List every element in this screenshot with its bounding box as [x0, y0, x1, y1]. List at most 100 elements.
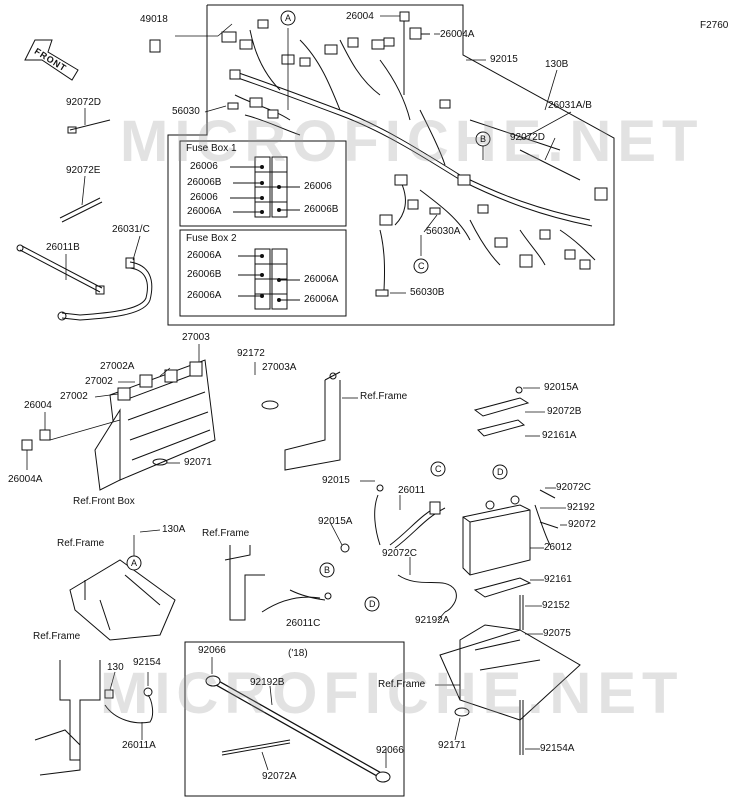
- part-label: 26011: [398, 485, 426, 496]
- part-label: 92075: [543, 628, 571, 639]
- battery-cables: [289, 484, 559, 613]
- part-label: 92192A: [415, 615, 450, 626]
- fuse-box-1-left-label: 26006B: [187, 177, 222, 188]
- part-label: 26031A/B: [548, 100, 592, 111]
- part-label: 92072D: [510, 132, 546, 143]
- fuse-box-1-left-label: 26006: [190, 161, 218, 172]
- fuse-box-2-right-label: 26006A: [304, 294, 339, 305]
- part-label: 130: [107, 662, 124, 673]
- fuse-box-2-left-label: 26006A: [187, 290, 222, 301]
- fuse-box-2-frame: [179, 229, 347, 317]
- fuse-box-1-left-label: 26006A: [187, 206, 222, 217]
- part-label: 26011A: [122, 740, 156, 751]
- part-label: 26031/C: [112, 224, 150, 235]
- part-56030-shape: [227, 102, 239, 110]
- fuse-box-1-right-label: 26006: [304, 181, 332, 192]
- part-label: 26012: [544, 542, 572, 553]
- part-label: 27002: [85, 376, 113, 387]
- leader-lines-top: [175, 15, 572, 294]
- part-label: 92154: [133, 657, 161, 668]
- part-label: 92066: [376, 745, 404, 756]
- fuse-box-2-left-label: 26006B: [187, 269, 222, 280]
- frame-left-b: [34, 660, 154, 776]
- fuse-box-1-right-label: 26006B: [304, 204, 339, 215]
- part-label: Ref.Frame: [378, 679, 426, 690]
- harness-assembly-outline: [167, 4, 615, 326]
- part-label: 92015A: [544, 382, 579, 393]
- part-label: 92066: [198, 645, 226, 656]
- part-label: 26011C: [286, 618, 321, 629]
- part-56030B-shape: [375, 289, 389, 297]
- part-label: 92015: [490, 54, 518, 65]
- part-label: 92072D: [66, 97, 102, 108]
- part-label: 92172: [237, 348, 265, 359]
- part-label: 27003A: [262, 362, 297, 373]
- callout-D-low: D: [369, 599, 376, 609]
- callout-B-mid: B: [324, 565, 331, 575]
- part-label: 92015: [322, 475, 350, 486]
- year-detail-frame: [184, 641, 405, 797]
- part-label: 92171: [438, 740, 466, 751]
- frame-left-a: [69, 529, 176, 641]
- part-label: 27003: [182, 332, 210, 343]
- callout-C-top: C: [418, 261, 425, 271]
- left-small-parts: [16, 39, 161, 321]
- part-label: 92015A: [318, 516, 353, 527]
- part-label: 92152: [542, 600, 570, 611]
- part-label: 130A: [162, 524, 186, 535]
- harness-connectors: [221, 19, 608, 270]
- leader-lines-front-box: [26, 344, 200, 470]
- fuse-box-2-left-label: 26006A: [187, 250, 222, 261]
- frame-mid: [224, 545, 332, 621]
- fuse-box-1-title: Fuse Box 1: [186, 143, 237, 154]
- part-label: Ref.Front Box: [73, 496, 135, 507]
- part-label: 26004A: [8, 474, 43, 485]
- part-label: 92161: [544, 574, 572, 585]
- part-label: 92072: [568, 519, 596, 530]
- frame-bracket-top: [254, 362, 358, 471]
- part-label: 92072C: [382, 548, 418, 559]
- callout-C-mid: C: [435, 464, 442, 474]
- part-label: 56030B: [410, 287, 445, 298]
- fuse-box-2-right-label: 26006A: [304, 274, 339, 285]
- part-label: 130B: [545, 59, 569, 70]
- part-label: 49018: [140, 14, 168, 25]
- part-label: 26004: [346, 11, 374, 22]
- fuse-box-2-title: Fuse Box 2: [186, 233, 237, 244]
- part-26004A-top-shape: [409, 27, 422, 40]
- callout-A-top: A: [285, 13, 292, 23]
- part-label: Ref.Frame: [57, 538, 105, 549]
- part-label: Ref.Frame: [202, 528, 250, 539]
- leader-lines-right: [329, 387, 567, 750]
- part-label: 56030A: [426, 226, 461, 237]
- part-label: 27002A: [100, 361, 135, 372]
- part-label: 56030: [172, 106, 200, 117]
- part-label: 92071: [184, 457, 212, 468]
- fuse-box-1-left-label: 26006: [190, 192, 218, 203]
- callout-B-top: B: [480, 134, 487, 144]
- callout-circles: [126, 10, 508, 612]
- year-note: ('18): [288, 648, 308, 659]
- part-label: 27002: [60, 391, 88, 402]
- part-56030A-shape: [429, 207, 441, 215]
- part-label: 26011B: [46, 242, 80, 253]
- part-26004-top-shape: [399, 11, 410, 22]
- part-label: 92192: [567, 502, 595, 513]
- fuse-box-1-block: [230, 156, 300, 218]
- fuse-box-1-frame: [179, 140, 347, 227]
- part-label: 92192B: [250, 677, 285, 688]
- battery-tray: [439, 595, 581, 755]
- leader-lines-left: [65, 108, 141, 280]
- front-box-assembly: [21, 359, 216, 491]
- part-label: Ref.Frame: [360, 391, 408, 402]
- part-label: 26004: [24, 400, 52, 411]
- part-label: 26004A: [440, 29, 475, 40]
- part-label: 92154A: [540, 743, 575, 754]
- part-label: 92072A: [262, 771, 297, 782]
- fuse-box-2-block: [238, 248, 300, 310]
- callout-A-mid: A: [131, 558, 138, 568]
- part-label: Ref.Frame: [33, 631, 81, 642]
- part-label: 92072C: [556, 482, 592, 493]
